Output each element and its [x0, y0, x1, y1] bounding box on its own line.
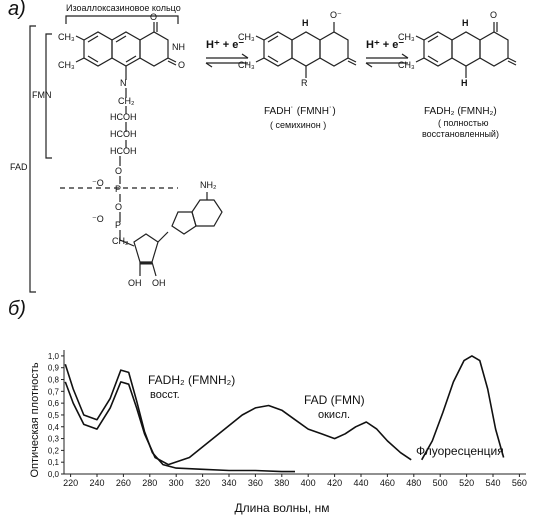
chain-hcoh-1: HCOH — [110, 112, 137, 122]
panel-a-label: а) — [8, 0, 26, 20]
y-tick-label: 0,5 — [48, 411, 60, 420]
o-minus-2: ⁻O — [92, 214, 104, 224]
chart-series — [64, 355, 505, 473]
methyl-3: CH₃ — [238, 32, 255, 42]
y-axis-label: Оптическая плотность — [29, 362, 41, 477]
x-tick-label: 360 — [248, 478, 263, 488]
x-tick-label: 240 — [89, 478, 104, 488]
semiquinone-structure — [255, 22, 357, 78]
ring-title: Изоаллоксазиновое кольцо — [66, 3, 181, 13]
reaction-arrow-2 — [365, 53, 409, 68]
methyl-2: CH₃ — [58, 60, 75, 70]
phosphate-2: P — [115, 220, 121, 230]
x-tick-label: 520 — [459, 478, 474, 488]
x-tick-label: 300 — [169, 478, 184, 488]
x-tick-label: 460 — [380, 478, 395, 488]
y-tick-label: 0,6 — [48, 399, 60, 408]
methyl-1: CH₃ — [58, 32, 75, 42]
y-tick-label: 0,9 — [48, 364, 60, 373]
x-tick-label: 340 — [221, 478, 236, 488]
x-tick-label: 400 — [301, 478, 316, 488]
ribose-oh-2: OH — [152, 278, 166, 288]
ring-bracket — [65, 15, 179, 24]
x-tick-label: 440 — [353, 478, 368, 488]
ribose-ch2: CH₂ — [112, 236, 129, 246]
adenine-ring — [171, 192, 223, 235]
y-tick-label: 0,0 — [48, 470, 60, 479]
series-line-1 — [64, 363, 295, 473]
chain-o-1: O — [115, 166, 122, 176]
oxidized-series-label: FAD (FMN) — [304, 393, 365, 407]
carbonyl-o-3: O — [490, 10, 497, 20]
x-tick-label: 260 — [116, 478, 131, 488]
chart-axes: 220 240 260 280 300 320 340 360 380 400 420 440 460 4… — [48, 350, 527, 488]
x-tick-label: 220 — [63, 478, 78, 488]
series-line-0 — [64, 381, 412, 466]
phosphate-1: P — [115, 184, 121, 194]
reduced-series-label: FADH₂ (FMNH₂) — [148, 373, 235, 387]
methyl-5: CH₃ — [398, 32, 415, 42]
reduced-sub-2: восстановленный) — [422, 129, 499, 139]
reduced-series-sub: восст. — [150, 389, 180, 401]
reduced-sub-1: ( полностью — [438, 118, 489, 128]
y-tick-label: 0,2 — [48, 446, 60, 455]
y-tick-label: 0,1 — [48, 458, 60, 467]
n10-atom: N — [120, 78, 127, 88]
fad-bracket — [29, 25, 36, 293]
reaction-arrow-1 — [205, 53, 249, 68]
x-tick-label: 560 — [512, 478, 527, 488]
y-tick-label: 0,8 — [48, 376, 60, 385]
nh-1: NH — [172, 42, 185, 52]
fmn-bracket — [45, 33, 52, 159]
y-tick-label: 0,4 — [48, 423, 60, 432]
carbonyl-o-1: O — [150, 12, 157, 22]
ribose-ring — [119, 231, 169, 277]
x-tick-label: 480 — [406, 478, 421, 488]
h-atom-2: H — [462, 18, 469, 28]
carbonyl-o-2: O — [178, 60, 185, 70]
chain-hcoh-2: HCOH — [110, 129, 137, 139]
flavin-structures: Изоаллоксазиновое кольцо FMN FAD CH₃ CH₃… — [10, 3, 517, 293]
x-tick-label: 420 — [327, 478, 342, 488]
chain-hcoh-3: HCOH — [110, 146, 137, 156]
methyl-6: CH₃ — [398, 60, 415, 70]
chain-o-2: O — [115, 202, 122, 212]
fmn-label: FMN — [32, 90, 52, 100]
panel-b-label: б) — [8, 298, 26, 320]
y-tick-label: 0,3 — [48, 435, 60, 444]
x-tick-label: 320 — [195, 478, 210, 488]
o-minus-3: O⁻ — [330, 10, 342, 20]
o-minus-1: ⁻O — [92, 178, 104, 188]
semiquinone-sub: ( семихинон ) — [270, 120, 326, 130]
semiquinone-name: FADH˙ (FMNH˙) — [264, 106, 336, 117]
reduced-name: FADH₂ (FMNH₂) — [424, 106, 497, 117]
arrow-label-1: H⁺ + e⁻ — [206, 39, 244, 51]
ribose-oh-1: OH — [128, 278, 142, 288]
h-atom-3: H — [461, 78, 468, 88]
y-tick-label: 1,0 — [48, 352, 60, 361]
reduced-structure — [415, 22, 517, 78]
r-group-1: R — [301, 78, 308, 88]
chain-ch2-1: CH₂ — [118, 96, 135, 106]
arrow-label-2: H⁺ + e⁻ — [366, 39, 404, 51]
x-axis-label: Длина волны, нм — [235, 501, 330, 515]
isoalloxazine-ring — [75, 22, 177, 80]
methyl-4: CH₃ — [238, 60, 255, 70]
fluorescence-label: Флуоресценция — [416, 444, 504, 458]
y-tick-label: 0,7 — [48, 387, 60, 396]
x-tick-label: 280 — [142, 478, 157, 488]
x-tick-label: 540 — [485, 478, 500, 488]
fad-label: FAD — [10, 162, 28, 172]
adenine-amine: NH₂ — [200, 180, 217, 190]
x-tick-label: 380 — [274, 478, 289, 488]
series-line-2 — [421, 355, 505, 461]
h-atom-1: H — [302, 18, 309, 28]
x-tick-label: 500 — [433, 478, 448, 488]
oxidized-series-sub: окисл. — [318, 409, 350, 421]
